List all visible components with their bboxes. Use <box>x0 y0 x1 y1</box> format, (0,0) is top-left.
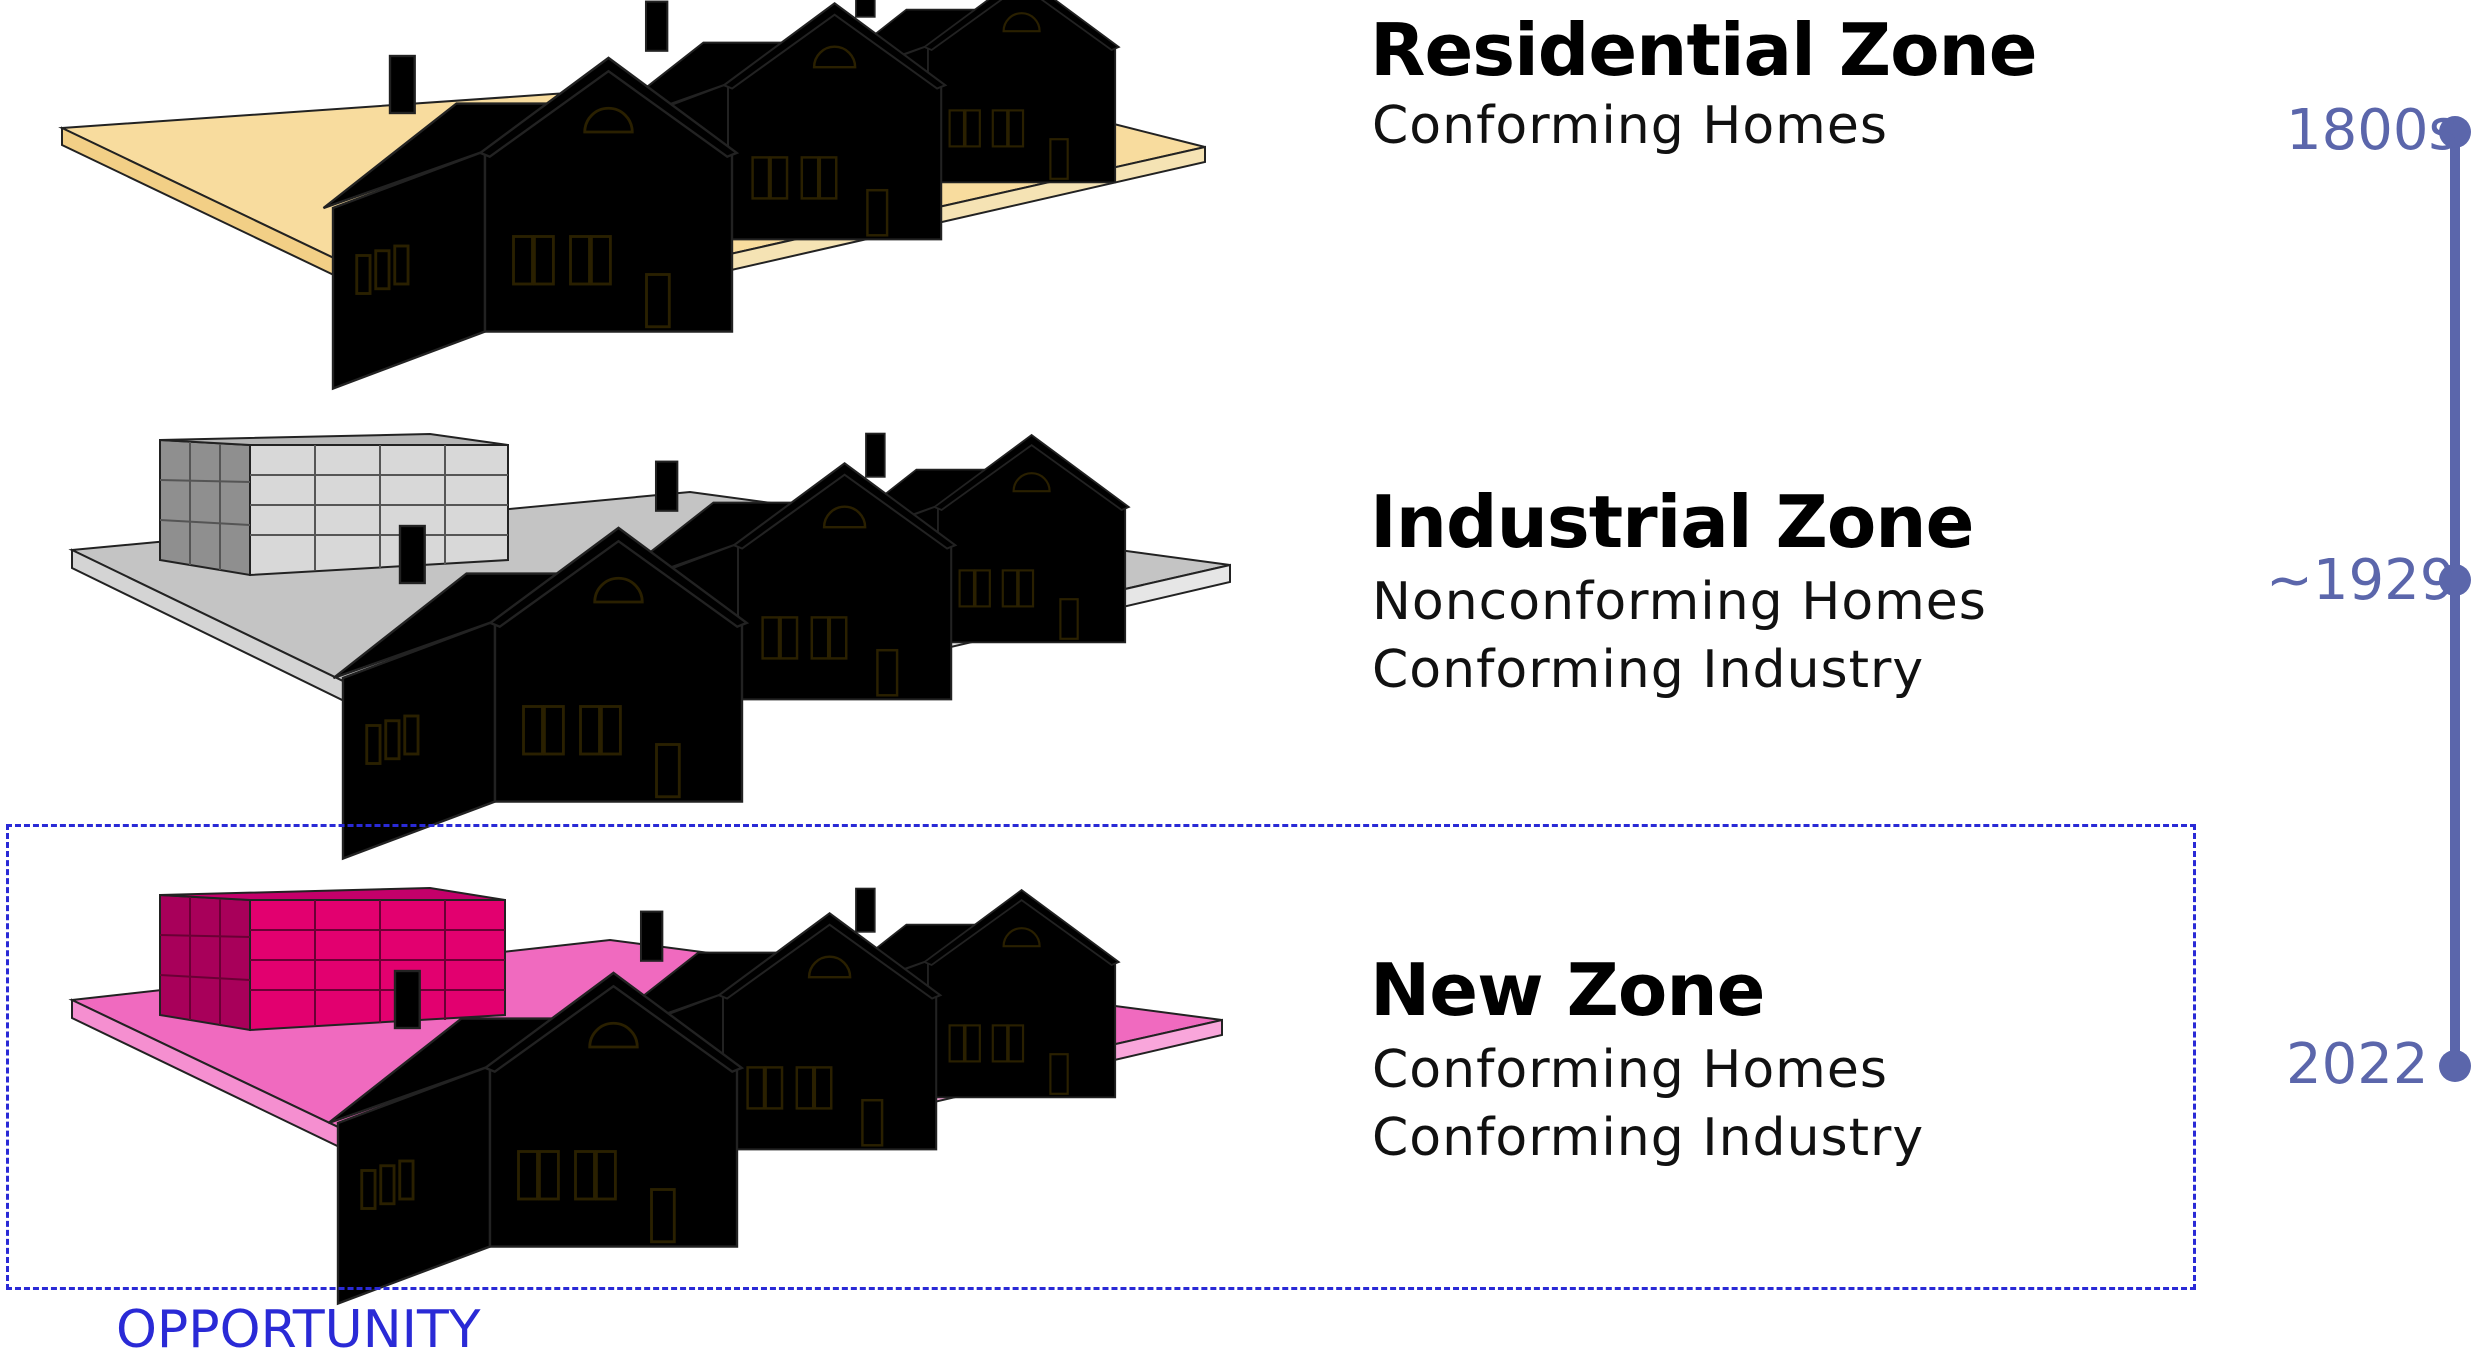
zone-desc-industrial-1: Nonconforming Homes <box>1372 572 1987 632</box>
zone-desc-new-2: Conforming Industry <box>1372 1108 1925 1168</box>
industrial-zone-illustration <box>68 432 1231 860</box>
timeline-dot-1800s <box>2439 116 2471 148</box>
new-zone-building <box>159 886 506 1032</box>
zone-desc-residential-1: Conforming Homes <box>1372 96 1888 156</box>
zone-desc-new-1: Conforming Homes <box>1372 1040 1888 1100</box>
opportunity-box <box>6 824 2196 1290</box>
zone-desc-industrial-2: Conforming Industry <box>1372 640 1925 700</box>
opportunity-label: OPPORTUNITY <box>116 1300 481 1360</box>
zone-title-residential: Residential Zone <box>1370 8 2038 92</box>
timeline-dot-2022 <box>2439 1050 2471 1082</box>
timeline-label-1800s: 1800s <box>2286 98 2458 163</box>
timeline <box>2439 116 2471 1082</box>
timeline-dot-1929 <box>2439 564 2471 596</box>
timeline-label-2022: 2022 <box>2286 1032 2429 1097</box>
industrial-building <box>159 432 509 577</box>
new-zone-illustration <box>68 886 1223 1305</box>
zone-title-industrial: Industrial Zone <box>1370 480 1974 564</box>
residential-zone-illustration <box>58 0 1206 390</box>
zone-title-new: New Zone <box>1370 948 1765 1032</box>
timeline-label-1929: ~1929 <box>2266 548 2456 613</box>
